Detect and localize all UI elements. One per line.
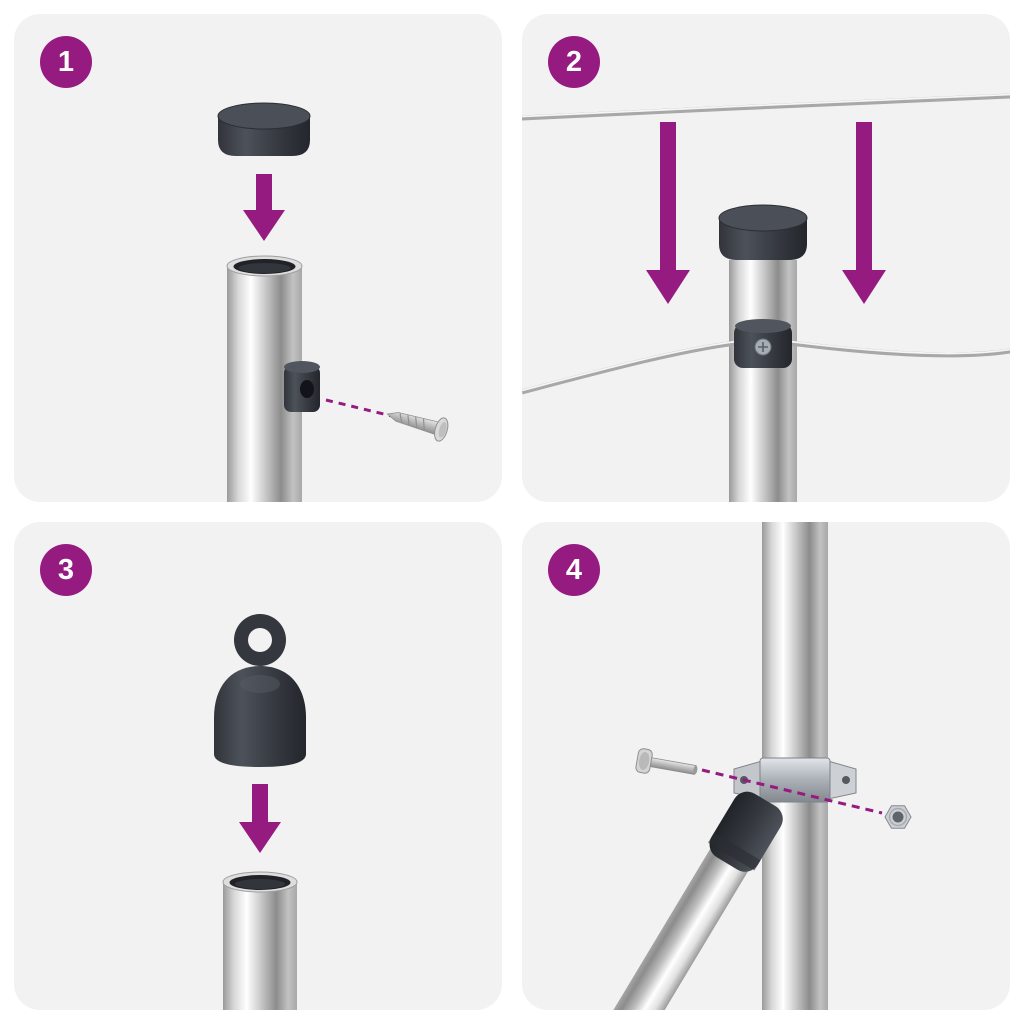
nut-icon — [884, 805, 912, 829]
bolt-icon — [635, 748, 698, 775]
screw-clip — [284, 361, 320, 412]
wire-left — [522, 340, 737, 395]
step-4-illustration — [590, 522, 912, 1010]
step-3-illustration — [214, 614, 306, 1010]
step-panel-3: 3 — [14, 522, 502, 1010]
step-panel-4: 4 — [522, 522, 1010, 1010]
eyelet-cap — [214, 614, 306, 767]
brace-connector — [708, 791, 783, 872]
diagonal-brace — [590, 791, 783, 1010]
step-badge: 3 — [40, 544, 92, 596]
step-panel-2: 2 — [522, 14, 1010, 502]
step-2-illustration — [522, 93, 1010, 502]
post-clamp — [733, 757, 857, 803]
step-number: 3 — [57, 553, 75, 586]
dashed-guide-line — [701, 768, 883, 815]
down-arrow-icon — [243, 174, 285, 241]
step-number: 2 — [565, 45, 583, 78]
wire-clip — [734, 319, 792, 368]
screw-icon — [386, 412, 449, 442]
step-badge: 1 — [40, 36, 92, 88]
step-number: 1 — [57, 45, 75, 78]
step-badge: 2 — [548, 36, 600, 88]
step-1-illustration — [217, 102, 449, 502]
end-cap — [217, 102, 311, 156]
step-number: 4 — [565, 553, 583, 586]
down-arrow-icon — [842, 122, 886, 304]
down-arrow-icon — [646, 122, 690, 304]
step-panel-1: 1 — [14, 14, 502, 502]
capped-post — [718, 204, 808, 502]
step-badge: 4 — [548, 544, 600, 596]
down-arrow-icon — [239, 784, 281, 853]
metal-post — [222, 871, 298, 1010]
tension-wire — [522, 93, 1010, 121]
wire-right — [789, 340, 1010, 358]
dashed-guide-line — [325, 398, 397, 419]
